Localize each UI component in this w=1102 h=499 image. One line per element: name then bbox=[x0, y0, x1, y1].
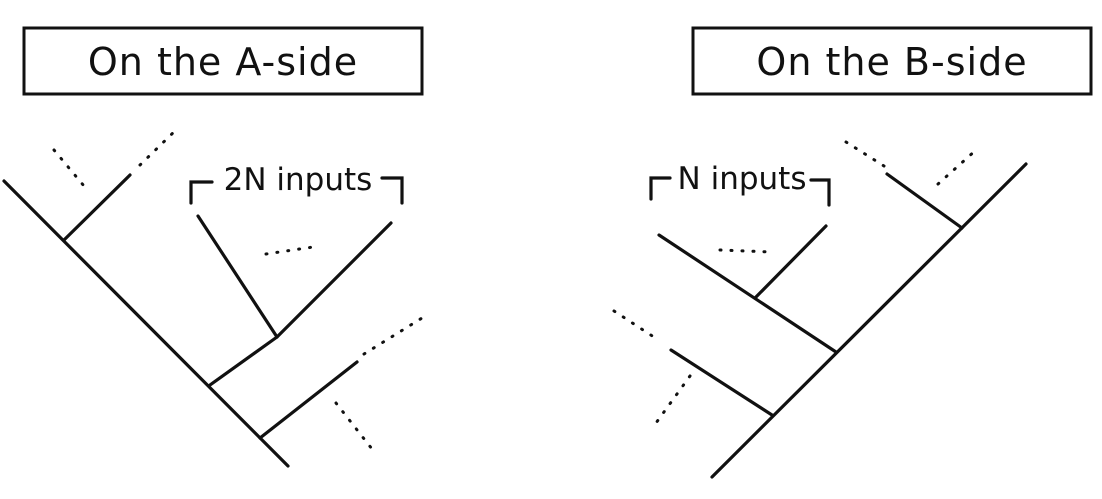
b-side-title: On the B-side bbox=[756, 40, 1027, 84]
b-side-upper-branch bbox=[885, 172, 964, 230]
a-side-dots-upper-left bbox=[52, 148, 86, 188]
b-side-bracket-left bbox=[649, 176, 672, 201]
b-side-title-box bbox=[691, 26, 1093, 96]
a-side-bracket-right bbox=[380, 176, 404, 205]
a-side-dots-upper-right bbox=[138, 126, 180, 167]
a-side-dots-lower-down bbox=[334, 401, 374, 451]
a-side-upper-branch bbox=[62, 173, 132, 242]
b-side-bracket-right bbox=[809, 178, 831, 207]
b-side-lower-branch bbox=[669, 348, 774, 417]
a-side-dots-lower-right bbox=[362, 316, 424, 356]
a-side-input-label: 2N inputs bbox=[224, 162, 373, 198]
a-side-subtree-stem bbox=[208, 335, 279, 387]
a-side-subtree-left-leg bbox=[196, 214, 279, 339]
a-side-title-box bbox=[22, 26, 424, 96]
a-side-subtree-dots bbox=[264, 244, 322, 256]
a-side-bracket-left bbox=[189, 180, 214, 205]
b-side-dots-lower-down bbox=[654, 374, 692, 425]
b-side-subtree-dots bbox=[718, 248, 774, 254]
b-side-dots-lower-left bbox=[612, 309, 662, 343]
a-side-panel: On the A-side 2N inputs bbox=[2, 26, 424, 468]
b-side-trunk bbox=[710, 162, 1028, 479]
a-side-subtree-right-leg bbox=[275, 221, 393, 339]
b-side-subtree-left-leg bbox=[657, 233, 838, 354]
b-side-dots-upper-left bbox=[844, 140, 886, 168]
b-side-dots-upper-right bbox=[936, 148, 978, 186]
a-side-trunk bbox=[2, 179, 290, 468]
b-side-input-label: N inputs bbox=[678, 161, 807, 197]
b-side-subtree-right-leg bbox=[754, 224, 828, 299]
a-side-lower-branch bbox=[258, 360, 359, 440]
a-side-title: On the A-side bbox=[88, 40, 358, 84]
b-side-panel: On the B-side N inputs bbox=[612, 26, 1093, 479]
